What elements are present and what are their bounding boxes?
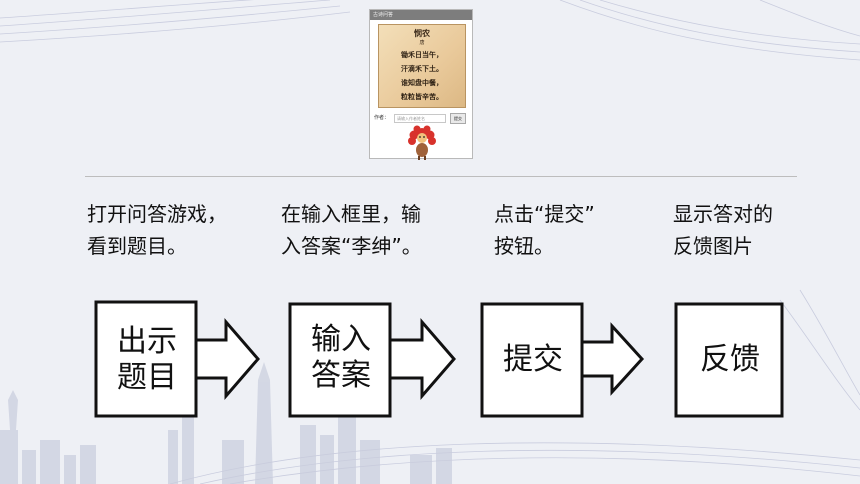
step-2-text: 在输入框里，输 入答案“李绅”。 (281, 198, 422, 262)
arrow-right-icon (388, 317, 456, 401)
flow-box-1-line-2: 题目 (117, 360, 177, 395)
step-3-line-2: 按钮。 (494, 234, 554, 258)
flow-box-2-label: 输入 答案 (294, 322, 388, 394)
author-row: 作者： 请输入作者姓名 提交 (374, 113, 470, 124)
poem-line: 谁知盘中餐， (401, 78, 443, 87)
step-3-line-1: 点击“提交” (494, 202, 595, 226)
author-label: 作者： (374, 115, 390, 121)
divider (85, 176, 797, 177)
step-3-text: 点击“提交” 按钮。 (494, 198, 595, 262)
flow-box-3 (480, 302, 584, 418)
flow-box-4 (674, 302, 784, 418)
step-2-line-1: 在输入框里，输 (281, 202, 421, 226)
step-4-line-2: 反馈图片 (673, 234, 753, 258)
flow-box-2-line-1: 输入 (311, 322, 371, 357)
arrow-right-icon (580, 322, 645, 396)
flow-box-1-line-1: 出示 (117, 324, 177, 359)
poem-title: 悯农 (414, 28, 430, 38)
flow-box-2 (288, 302, 392, 418)
author-input[interactable]: 请输入作者姓名 (394, 114, 446, 123)
flow-box-4-label: 反馈 (680, 342, 780, 378)
poem-line: 粒粒皆辛苦。 (401, 92, 443, 101)
step-1-line-1: 打开问答游戏， (87, 202, 227, 226)
step-1-line-2: 看到题目。 (87, 234, 187, 258)
submit-button[interactable]: 提交 (450, 113, 466, 124)
poem-dynasty: 唐 (419, 40, 425, 46)
poem-line: 锄禾日当午， (401, 50, 443, 59)
flow-box-4-line-1: 反馈 (700, 342, 760, 377)
flow-box-2-line-2: 答案 (311, 358, 371, 393)
poem-card: 悯农 唐 锄禾日当午， 汗滴禾下土。 谁知盘中餐， 粒粒皆辛苦。 (378, 24, 466, 108)
flow-box-3-label: 提交 (486, 342, 580, 378)
step-4-text: 显示答对的 反馈图片 (673, 198, 773, 262)
step-2-line-2: 入答案“李绅”。 (281, 234, 422, 258)
city-skyline (0, 362, 452, 484)
flow-box-3-line-1: 提交 (503, 342, 563, 377)
app-title-bar: 古诗问答 (370, 10, 472, 20)
flow-box-1-label: 出示 题目 (100, 324, 194, 396)
app-screenshot: 古诗问答 悯农 唐 锄禾日当午， 汗滴禾下土。 谁知盘中餐， 粒粒皆辛苦。 作者… (369, 9, 473, 160)
step-4-line-1: 显示答对的 (673, 202, 773, 226)
poem-line: 汗滴禾下土。 (401, 64, 443, 73)
step-1-text: 打开问答游戏， 看到题目。 (87, 198, 227, 262)
arrow-right-icon (194, 317, 260, 401)
flower-mascot-icon (408, 125, 436, 160)
